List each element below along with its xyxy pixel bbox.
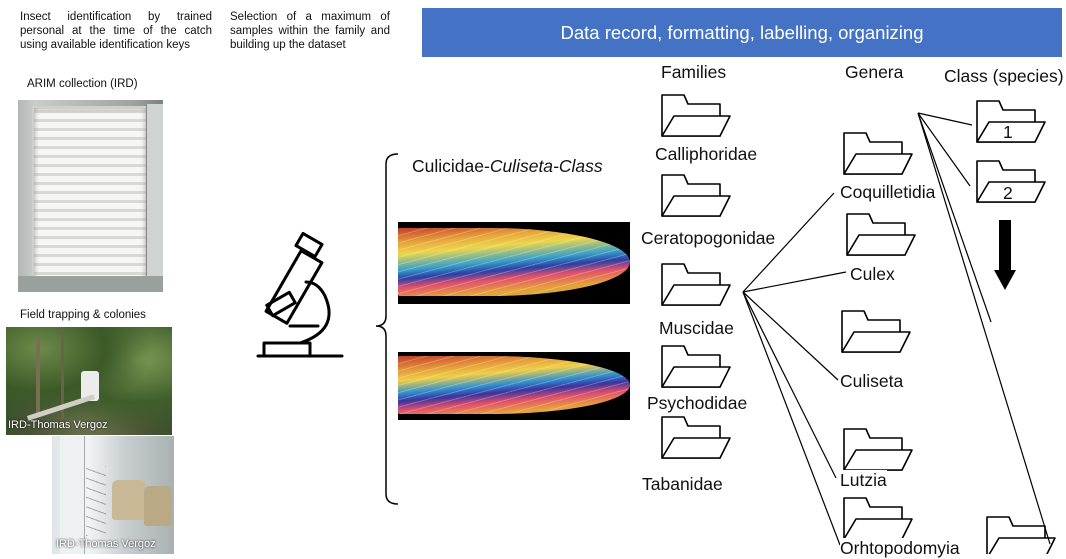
class-header: Class (species) xyxy=(944,66,1064,86)
genus-label-culiseta: Culiseta xyxy=(840,371,904,392)
genus-label-lutzia: Lutzia xyxy=(840,470,887,491)
process-banner: Data record, formatting, labelling, orga… xyxy=(422,8,1062,57)
field-trapping-photo: IRD-Thomas Vergoz xyxy=(6,327,172,435)
colonies-photo: IRD-Thomas Vergoz xyxy=(52,436,174,554)
families-header: Families xyxy=(661,62,727,82)
genera-header: Genera xyxy=(845,62,904,82)
folder-icon-class-extra xyxy=(986,516,1056,554)
folder-icon-psychodidae xyxy=(661,345,731,388)
sample-label-genus: Culiseta xyxy=(489,156,554,176)
folder-icon-culiseta xyxy=(841,310,911,353)
folder-icon-orhtopodomyia xyxy=(843,497,913,540)
folder-icon-ceratopogonidae xyxy=(661,174,731,217)
family-label-psychodidae: Psychodidae xyxy=(647,393,748,413)
family-label-tabanidae: Tabanidae xyxy=(642,474,723,494)
arim-collection-photo xyxy=(18,100,163,292)
folder-icon-culex xyxy=(846,213,916,256)
genus-label-coquilletidia: Coquilletidia xyxy=(840,182,936,203)
class-label-2: 2 xyxy=(1003,183,1013,203)
folder-icon-tabanidae xyxy=(661,416,731,459)
sample-label-family: Culicidae- xyxy=(412,156,490,176)
wing-image-2 xyxy=(398,352,630,420)
identification-caption: Insect identification by trained persona… xyxy=(20,11,212,51)
genus-class-connectors xyxy=(917,112,1051,545)
folder-icon-lutzia xyxy=(843,428,913,471)
folder-icon-coquilletidia xyxy=(843,132,913,175)
photo-credit-2: IRD-Thomas Vergoz xyxy=(56,538,156,550)
wing-image-1 xyxy=(398,222,630,304)
folder-icon-muscidae xyxy=(661,263,731,306)
arim-collection-label: ARIM collection (IRD) xyxy=(27,78,138,90)
left-brace xyxy=(375,153,399,505)
class-label-1: 1 xyxy=(1003,122,1013,142)
genus-label-culex: Culex xyxy=(850,264,895,285)
sample-label-class: -Class xyxy=(553,156,603,176)
family-label-calliphoridae: Calliphoridae xyxy=(655,144,758,164)
sample-label: Culicidae-Culiseta-Class xyxy=(412,156,603,177)
field-trapping-label: Field trapping & colonies xyxy=(20,309,146,321)
down-arrow-icon xyxy=(994,220,1016,290)
family-label-muscidae: Muscidae xyxy=(659,318,734,338)
microscope-icon xyxy=(256,231,344,358)
photo-credit-1: IRD-Thomas Vergoz xyxy=(8,419,108,431)
folder-icon-calliphoridae xyxy=(661,94,731,137)
family-label-ceratopogonidae: Ceratopogonidae xyxy=(641,228,776,248)
genus-label-orhtopodomyia: Orhtopodomyia xyxy=(840,538,960,559)
selection-caption: Selection of a maximum of samples within… xyxy=(230,11,390,51)
